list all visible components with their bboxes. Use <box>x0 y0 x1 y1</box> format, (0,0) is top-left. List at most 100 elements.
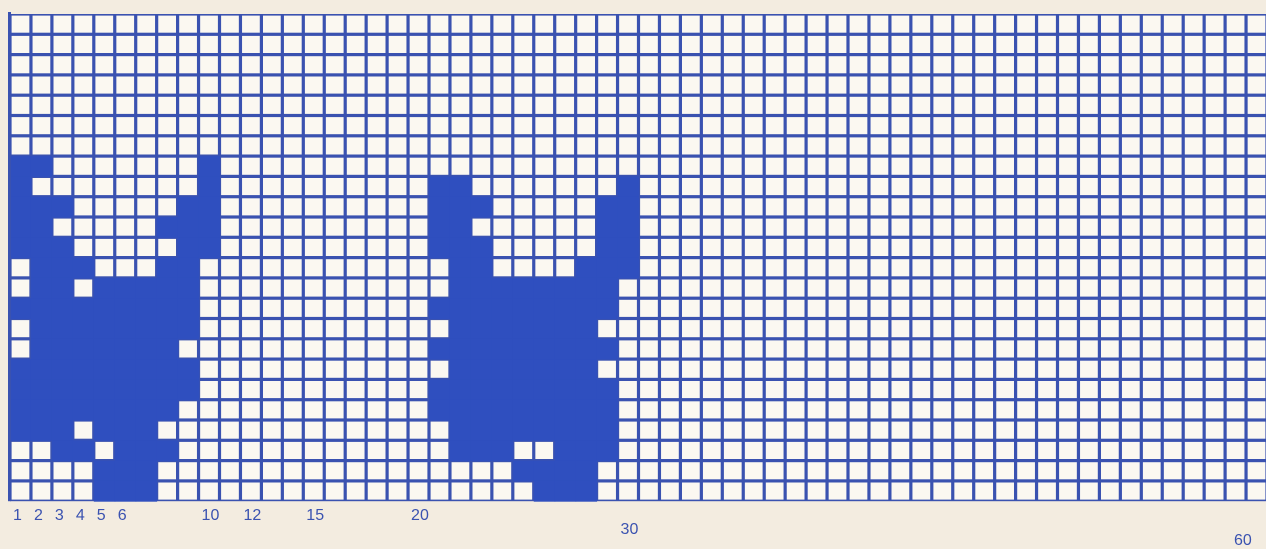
empty-stitch <box>1185 77 1203 94</box>
empty-stitch <box>200 462 218 479</box>
empty-stitch <box>1164 97 1182 114</box>
empty-stitch <box>996 259 1014 276</box>
empty-stitch <box>787 219 805 236</box>
filled-stitch <box>534 461 555 482</box>
empty-stitch <box>1038 320 1056 337</box>
empty-stitch <box>724 340 742 357</box>
empty-stitch <box>745 117 763 134</box>
empty-stitch <box>933 239 951 256</box>
empty-stitch <box>724 239 742 256</box>
empty-stitch <box>892 219 910 236</box>
empty-stitch <box>242 442 260 459</box>
empty-stitch <box>556 16 574 33</box>
empty-stitch <box>326 462 344 479</box>
empty-stitch <box>368 483 386 500</box>
filled-stitch <box>534 278 555 299</box>
empty-stitch <box>1206 198 1224 215</box>
empty-stitch <box>1038 36 1056 53</box>
empty-stitch <box>808 361 826 378</box>
empty-stitch <box>158 117 176 134</box>
filled-stitch <box>199 237 220 258</box>
filled-stitch <box>618 237 639 258</box>
filled-stitch <box>31 156 52 177</box>
empty-stitch <box>724 198 742 215</box>
empty-stitch <box>724 117 742 134</box>
filled-stitch <box>157 379 178 400</box>
empty-stitch <box>12 36 30 53</box>
empty-stitch <box>535 239 553 256</box>
filled-stitch <box>492 339 513 360</box>
empty-stitch <box>1143 483 1161 500</box>
empty-stitch <box>1122 36 1140 53</box>
filled-stitch <box>534 319 555 340</box>
empty-stitch <box>1248 381 1266 398</box>
empty-stitch <box>305 442 323 459</box>
empty-stitch <box>347 442 365 459</box>
empty-stitch <box>116 117 134 134</box>
empty-stitch <box>598 97 616 114</box>
empty-stitch <box>1038 422 1056 439</box>
empty-stitch <box>1017 381 1035 398</box>
empty-stitch <box>242 483 260 500</box>
empty-stitch <box>829 340 847 357</box>
empty-stitch <box>137 158 155 175</box>
empty-stitch <box>556 178 574 195</box>
filled-stitch <box>31 278 52 299</box>
empty-stitch <box>975 442 993 459</box>
empty-stitch <box>221 117 239 134</box>
empty-stitch <box>912 361 930 378</box>
empty-stitch <box>766 178 784 195</box>
empty-stitch <box>787 483 805 500</box>
empty-stitch <box>787 56 805 73</box>
empty-stitch <box>975 219 993 236</box>
empty-stitch <box>598 36 616 53</box>
empty-stitch <box>74 280 92 297</box>
empty-stitch <box>116 178 134 195</box>
filled-stitch <box>471 197 492 218</box>
empty-stitch <box>577 178 595 195</box>
empty-stitch <box>326 442 344 459</box>
empty-stitch <box>996 280 1014 297</box>
empty-stitch <box>74 117 92 134</box>
filled-stitch <box>513 420 534 441</box>
empty-stitch <box>1164 422 1182 439</box>
empty-stitch <box>1206 137 1224 154</box>
empty-stitch <box>493 36 511 53</box>
empty-stitch <box>640 97 658 114</box>
empty-stitch <box>996 300 1014 317</box>
empty-stitch <box>1059 178 1077 195</box>
empty-stitch <box>54 77 72 94</box>
empty-stitch <box>808 320 826 337</box>
empty-stitch <box>745 381 763 398</box>
empty-stitch <box>242 462 260 479</box>
empty-stitch <box>1206 422 1224 439</box>
empty-stitch <box>1038 117 1056 134</box>
empty-stitch <box>808 259 826 276</box>
empty-stitch <box>1143 178 1161 195</box>
empty-stitch <box>661 97 679 114</box>
empty-stitch <box>1038 483 1056 500</box>
empty-stitch <box>431 56 449 73</box>
empty-stitch <box>1101 77 1119 94</box>
empty-stitch <box>200 36 218 53</box>
empty-stitch <box>1185 36 1203 53</box>
empty-stitch <box>389 340 407 357</box>
empty-stitch <box>242 422 260 439</box>
filled-stitch <box>492 359 513 380</box>
filled-stitch <box>136 481 157 502</box>
empty-stitch <box>577 158 595 175</box>
empty-stitch <box>242 158 260 175</box>
empty-stitch <box>347 300 365 317</box>
empty-stitch <box>284 137 302 154</box>
empty-stitch <box>1248 97 1266 114</box>
empty-stitch <box>619 340 637 357</box>
empty-stitch <box>137 77 155 94</box>
empty-stitch <box>389 401 407 418</box>
filled-stitch <box>10 379 31 400</box>
empty-stitch <box>1143 320 1161 337</box>
empty-stitch <box>535 442 553 459</box>
empty-stitch <box>766 77 784 94</box>
empty-stitch <box>912 422 930 439</box>
empty-stitch <box>703 117 721 134</box>
empty-stitch <box>1101 300 1119 317</box>
